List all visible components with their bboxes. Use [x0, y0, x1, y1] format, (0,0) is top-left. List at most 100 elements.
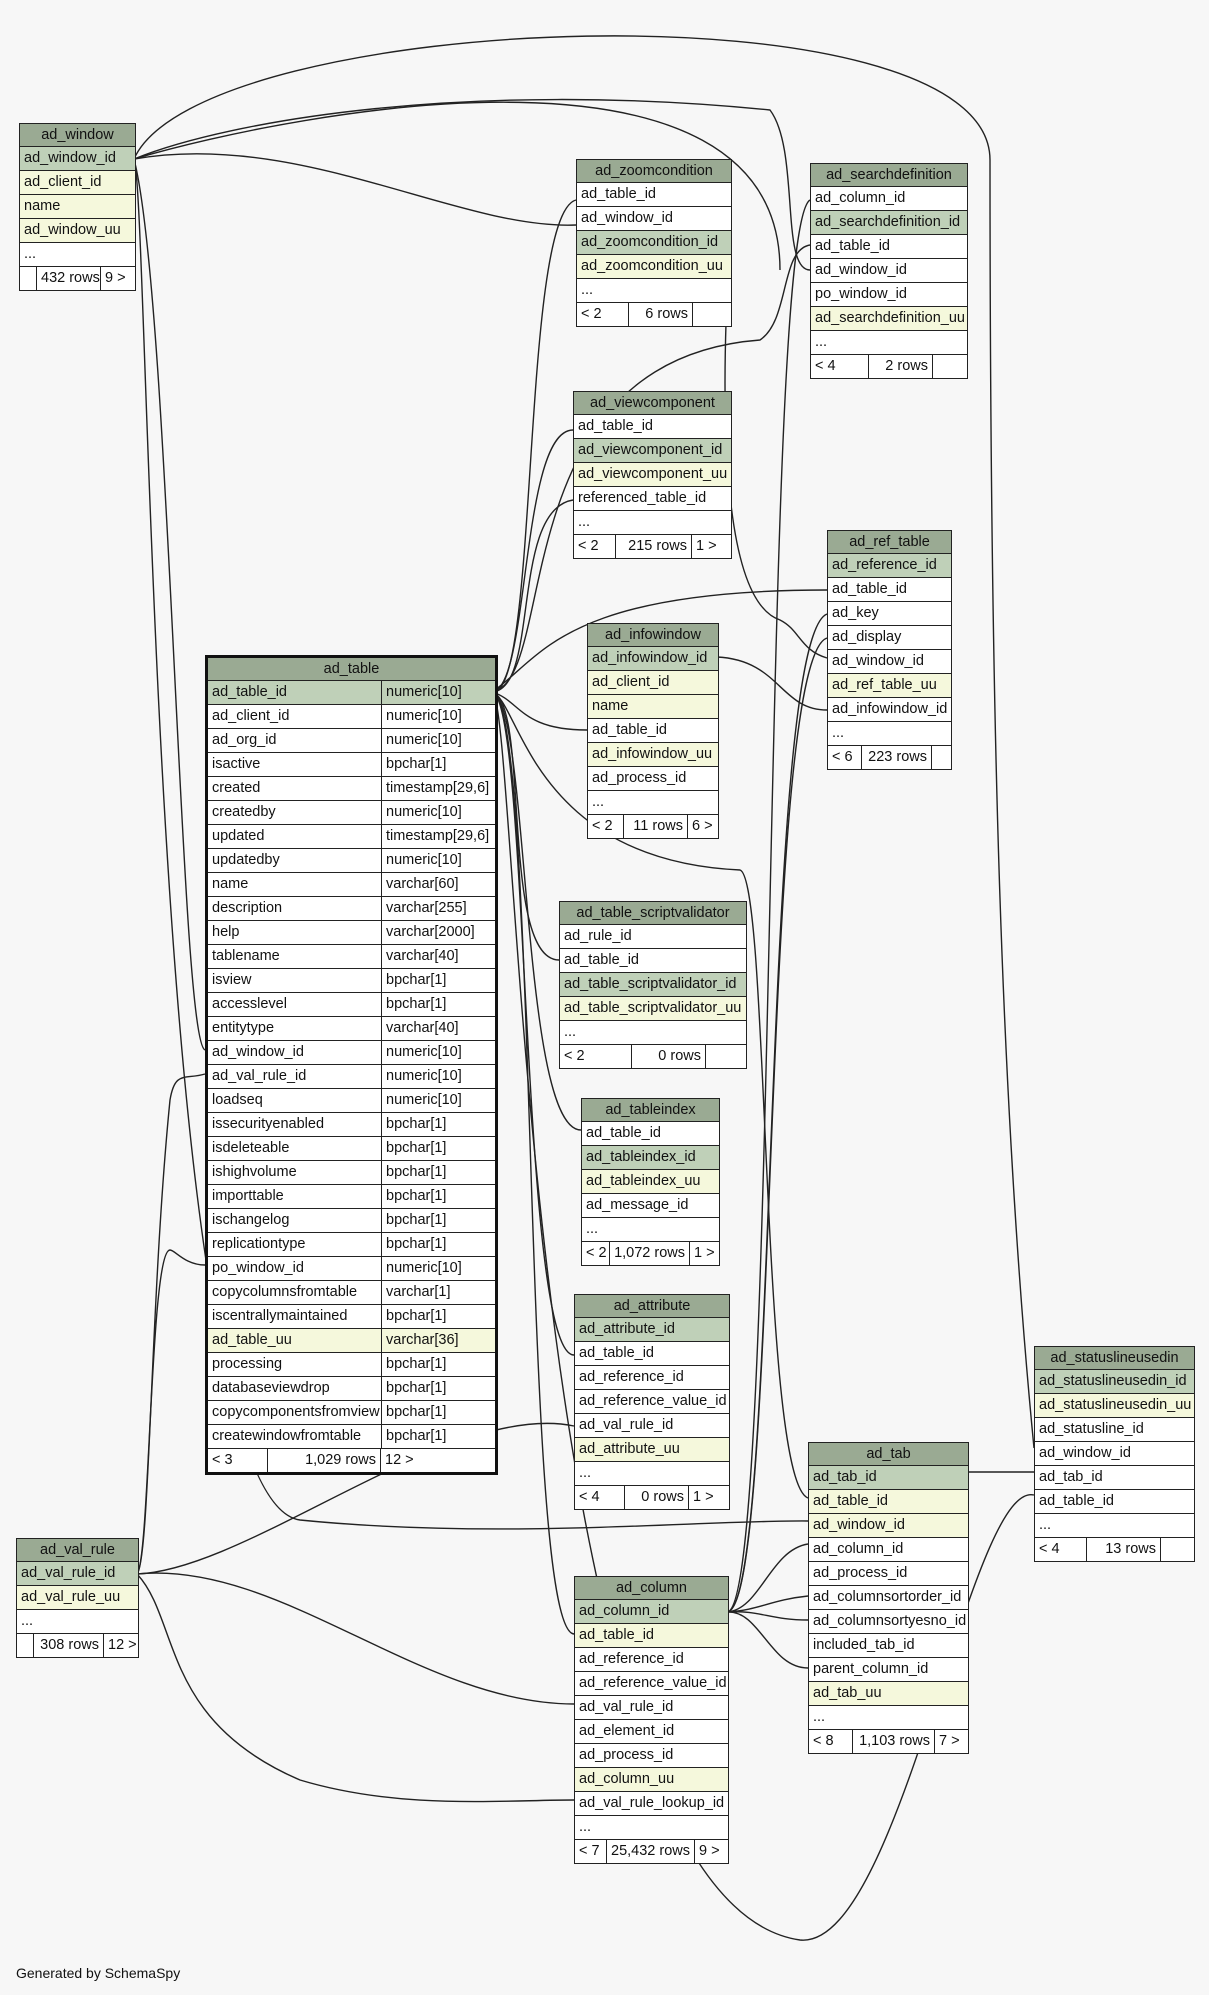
column-row[interactable]: ad_tab_id	[809, 1466, 968, 1490]
column-row[interactable]: ad_process_id	[588, 767, 718, 791]
column-row[interactable]: ad_table_id	[1035, 1490, 1194, 1514]
more-columns-row[interactable]: ...	[828, 722, 951, 746]
column-row[interactable]: ad_process_id	[575, 1744, 728, 1768]
column-row[interactable]: ad_reference_value_id	[575, 1390, 729, 1414]
column-row[interactable]: ad_window_id	[1035, 1442, 1194, 1466]
column-row[interactable]: ad_columnsortorder_id	[809, 1586, 968, 1610]
more-columns-row[interactable]: ...	[588, 791, 718, 815]
column-row[interactable]: ad_reference_value_id	[575, 1672, 728, 1696]
column-row[interactable]: ad_rule_id	[560, 925, 746, 949]
column-row[interactable]: referenced_table_id	[574, 487, 731, 511]
children-link[interactable]: 9 >	[694, 1840, 727, 1863]
table-name-header[interactable]: ad_column	[575, 1577, 728, 1600]
table-name-header[interactable]: ad_viewcomponent	[574, 392, 731, 415]
column-row[interactable]: ad_window_id	[811, 259, 967, 283]
table-name-header[interactable]: ad_attribute	[575, 1295, 729, 1318]
children-link[interactable]	[932, 355, 966, 378]
column-row[interactable]: ad_zoomcondition_uu	[577, 255, 731, 279]
parents-link[interactable]: < 3	[212, 1452, 233, 1468]
column-row[interactable]: ad_table_scriptvalidator_uu	[560, 997, 746, 1021]
column-row[interactable]: ad_table_id	[560, 949, 746, 973]
column-row[interactable]: ad_statuslineusedin_id	[1035, 1370, 1194, 1394]
column-row[interactable]: ad_table_id	[575, 1342, 729, 1366]
column-row[interactable]: ad_message_id	[582, 1194, 719, 1218]
column-row[interactable]: ad_reference_id	[575, 1366, 729, 1390]
column-row[interactable]: ad_attribute_id	[575, 1318, 729, 1342]
children-link[interactable]	[692, 303, 730, 326]
parents-link[interactable]: < 2	[592, 818, 613, 834]
table-name-header[interactable]: ad_tab	[809, 1443, 968, 1466]
column-row[interactable]: ad_val_rule_id	[575, 1696, 728, 1720]
children-link[interactable]: 12 >	[380, 1449, 494, 1472]
children-link[interactable]: 7 >	[934, 1730, 967, 1753]
column-row[interactable]: ad_column_id	[809, 1538, 968, 1562]
parents-link[interactable]	[17, 1634, 33, 1657]
column-row[interactable]: ad_reference_id	[575, 1648, 728, 1672]
column-row[interactable]: ad_display	[828, 626, 951, 650]
parents-link[interactable]: < 2	[578, 538, 599, 554]
table-name-header[interactable]: ad_window	[20, 124, 135, 147]
children-link[interactable]: 1 >	[689, 1242, 718, 1265]
column-row[interactable]: ad_val_rule_id	[575, 1414, 729, 1438]
column-row[interactable]: ad_table_id	[575, 1624, 728, 1648]
children-link[interactable]	[931, 746, 950, 769]
children-link[interactable]: 1 >	[688, 1486, 728, 1509]
column-row[interactable]: ad_table_id	[577, 183, 731, 207]
more-columns-row[interactable]: ...	[811, 331, 967, 355]
column-row[interactable]: ad_viewcomponent_id	[574, 439, 731, 463]
column-row[interactable]: ad_searchdefinition_id	[811, 211, 967, 235]
more-columns-row[interactable]: ...	[17, 1610, 138, 1634]
column-row[interactable]: included_tab_id	[809, 1634, 968, 1658]
column-row[interactable]: ad_ref_table_uu	[828, 674, 951, 698]
table-name-header[interactable]: ad_infowindow	[588, 624, 718, 647]
more-columns-row[interactable]: ...	[575, 1462, 729, 1486]
column-row[interactable]: ad_tab_id	[1035, 1466, 1194, 1490]
parents-link[interactable]: < 4	[815, 358, 836, 374]
more-columns-row[interactable]: ...	[577, 279, 731, 303]
column-row[interactable]: ad_viewcomponent_uu	[574, 463, 731, 487]
more-columns-row[interactable]: ...	[20, 243, 135, 267]
column-row[interactable]: ad_window_id	[20, 147, 135, 171]
column-row[interactable]: ad_reference_id	[828, 554, 951, 578]
column-row[interactable]: ad_column_id	[811, 187, 967, 211]
column-row[interactable]: ad_table_id	[582, 1122, 719, 1146]
column-row[interactable]: ad_infowindow_id	[588, 647, 718, 671]
column-row[interactable]: ad_attribute_uu	[575, 1438, 729, 1462]
table-name-header[interactable]: ad_ref_table	[828, 531, 951, 554]
column-row[interactable]: name	[588, 695, 718, 719]
column-row[interactable]: ad_table_id	[809, 1490, 968, 1514]
parents-link[interactable]: < 4	[1039, 1541, 1060, 1557]
parents-link[interactable]: < 2	[586, 1245, 607, 1261]
parents-link[interactable]: < 2	[581, 306, 602, 322]
column-row[interactable]: ad_searchdefinition_uu	[811, 307, 967, 331]
more-columns-row[interactable]: ...	[809, 1706, 968, 1730]
more-columns-row[interactable]: ...	[560, 1021, 746, 1045]
column-row[interactable]: name	[20, 195, 135, 219]
parents-link[interactable]: < 6	[832, 749, 853, 765]
column-row[interactable]: ad_table_id	[574, 415, 731, 439]
